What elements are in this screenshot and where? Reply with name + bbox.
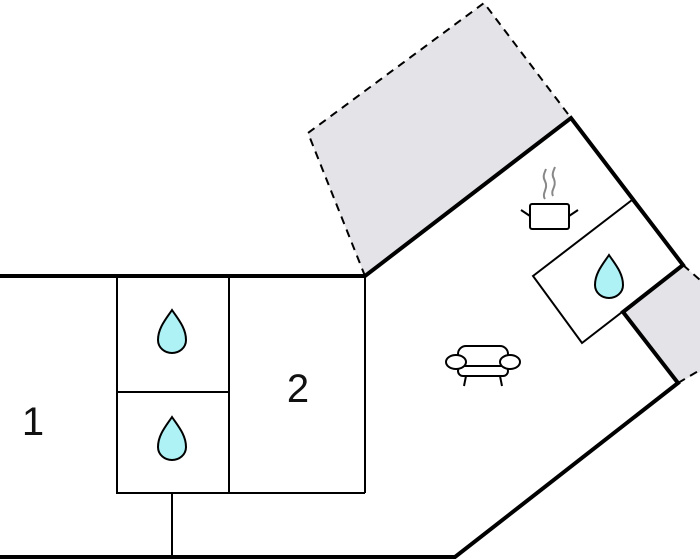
terrace-top-dashed-edge — [306, 1, 572, 277]
cooking-pot-icon — [520, 166, 579, 230]
terrace-top — [308, 3, 571, 276]
room-label-1: 1 — [22, 400, 44, 444]
room-label-2: 2 — [287, 367, 309, 411]
water-drop-icon — [156, 308, 188, 355]
sofa-icon — [445, 345, 521, 387]
terrace-right — [623, 265, 700, 383]
water-drop-icon — [593, 253, 625, 300]
water-drop-icon — [156, 415, 188, 462]
terrace-right-dashed-edge-2 — [677, 369, 700, 384]
interior-walls — [116, 198, 685, 557]
terrace-right-dashed-edge — [682, 264, 700, 281]
